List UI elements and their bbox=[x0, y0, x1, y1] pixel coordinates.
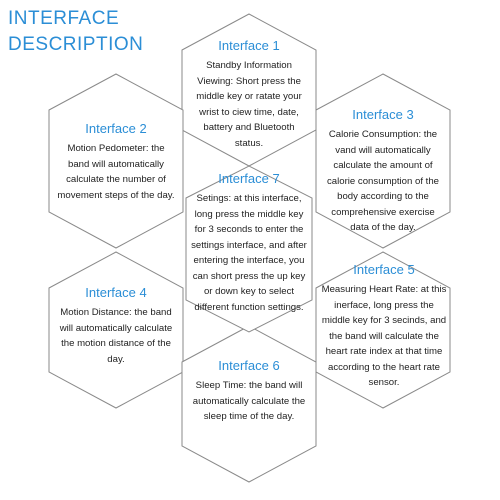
panel-title: Interface 4 bbox=[85, 285, 147, 300]
page-title: INTERFACE DESCRIPTION bbox=[8, 6, 143, 58]
panel-title: Interface 6 bbox=[218, 358, 280, 373]
page-title-line-2: DESCRIPTION bbox=[8, 34, 144, 55]
panel-description: Measuring Heart Rate: at this inerface, … bbox=[321, 284, 447, 388]
page-title-line-1: INTERFACE bbox=[8, 8, 120, 29]
panel-title: Interface 5 bbox=[353, 262, 415, 277]
panel-interface-4: Interface 4 Motion Distance: the band wi… bbox=[54, 284, 178, 367]
panel-interface-7: Interface 7 Setings: at this interface, … bbox=[188, 170, 310, 315]
panel-title: Interface 7 bbox=[218, 171, 280, 186]
panel-description: Setings: at this interface, long press t… bbox=[191, 193, 307, 313]
panel-interface-2: Interface 2 Motion Pedometer: the band w… bbox=[56, 120, 176, 203]
panel-title: Interface 3 bbox=[352, 107, 414, 122]
hexagon-interface-2 bbox=[48, 73, 184, 249]
panel-description: Standby Information Viewing: Short press… bbox=[196, 60, 302, 149]
panel-title: Interface 1 bbox=[218, 38, 280, 53]
panel-interface-3: Interface 3 Calorie Consumption: the van… bbox=[321, 106, 445, 236]
panel-description: Motion Distance: the band will automatic… bbox=[59, 307, 173, 365]
hexagon-interface-3 bbox=[315, 73, 451, 249]
panel-description: Sleep Time: the band will automatically … bbox=[192, 380, 306, 422]
panel-interface-6: Interface 6 Sleep Time: the band will au… bbox=[192, 357, 306, 425]
panel-interface-1: Interface 1 Standby Information Viewing:… bbox=[195, 37, 303, 151]
panel-interface-5: Interface 5 Measuring Heart Rate: at thi… bbox=[319, 261, 449, 391]
panel-description: Motion Pedometer: the band will automati… bbox=[57, 143, 175, 201]
hexagon-interface-7 bbox=[185, 165, 313, 333]
panel-description: Calorie Consumption: the vand will autom… bbox=[327, 129, 439, 233]
panel-title: Interface 2 bbox=[85, 121, 147, 136]
